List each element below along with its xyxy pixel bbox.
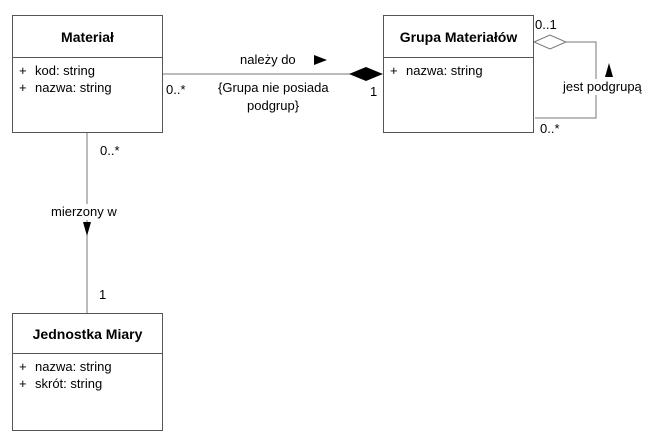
- attribute-text: kod: string: [35, 63, 95, 78]
- nalezy-do-label: należy do: [240, 52, 296, 67]
- class-grupa-materialow[interactable]: Grupa Materiałów + nazwa: string: [383, 15, 534, 133]
- mierzony-w-label: mierzony w: [51, 204, 117, 220]
- attribute-visibility: +: [390, 63, 398, 78]
- class-jednostka-name: Jednostka Miary: [13, 314, 162, 354]
- composition-diamond: [349, 67, 383, 81]
- attribute-text: skrót: string: [35, 376, 103, 391]
- mierzony-w-direction-arrow: [83, 222, 91, 236]
- class-grupa-attribute: + nazwa: string: [384, 62, 533, 79]
- attribute-visibility: +: [19, 376, 27, 391]
- class-material-attribute: + nazwa: string: [13, 79, 162, 96]
- class-material[interactable]: Materiał + kod: string + nazwa: string: [12, 15, 163, 133]
- class-jednostka-attribute: + nazwa: string: [13, 358, 162, 375]
- jest-podgrupa-direction-arrow: [605, 63, 613, 77]
- aggregation-diamond: [532, 34, 568, 50]
- attribute-visibility: +: [19, 359, 27, 374]
- attribute-text: nazwa: string: [35, 80, 112, 95]
- grupa-side-multiplicity: 1: [370, 84, 378, 99]
- jest-podgrupa-child-multiplicity: 0..*: [540, 121, 560, 136]
- material-side-multiplicity: 0..*: [166, 82, 186, 97]
- class-material-attribute: + kod: string: [13, 62, 162, 79]
- nalezy-do-constraint-line2: podgrup}: [247, 98, 300, 113]
- mierzony-w-material-multiplicity: 0..*: [100, 143, 120, 158]
- attribute-text: nazwa: string: [406, 63, 483, 78]
- class-grupa-name: Grupa Materiałów: [384, 16, 533, 58]
- nalezy-do-direction-arrow: [314, 55, 327, 65]
- class-material-name: Materiał: [13, 16, 162, 58]
- attribute-text: nazwa: string: [35, 359, 112, 374]
- mierzony-w-jednostka-multiplicity: 1: [99, 287, 107, 302]
- class-jednostka-attribute: + skrót: string: [13, 375, 162, 392]
- attribute-visibility: +: [19, 63, 27, 78]
- class-jednostka-miary[interactable]: Jednostka Miary + nazwa: string + skrót: s…: [12, 313, 163, 431]
- jest-podgrupa-label: jest podgrupą: [563, 79, 642, 95]
- nalezy-do-constraint-line1: {Grupa nie posiada: [218, 80, 329, 95]
- jest-podgrupa-parent-multiplicity: 0..1: [535, 17, 557, 32]
- attribute-visibility: +: [19, 80, 27, 95]
